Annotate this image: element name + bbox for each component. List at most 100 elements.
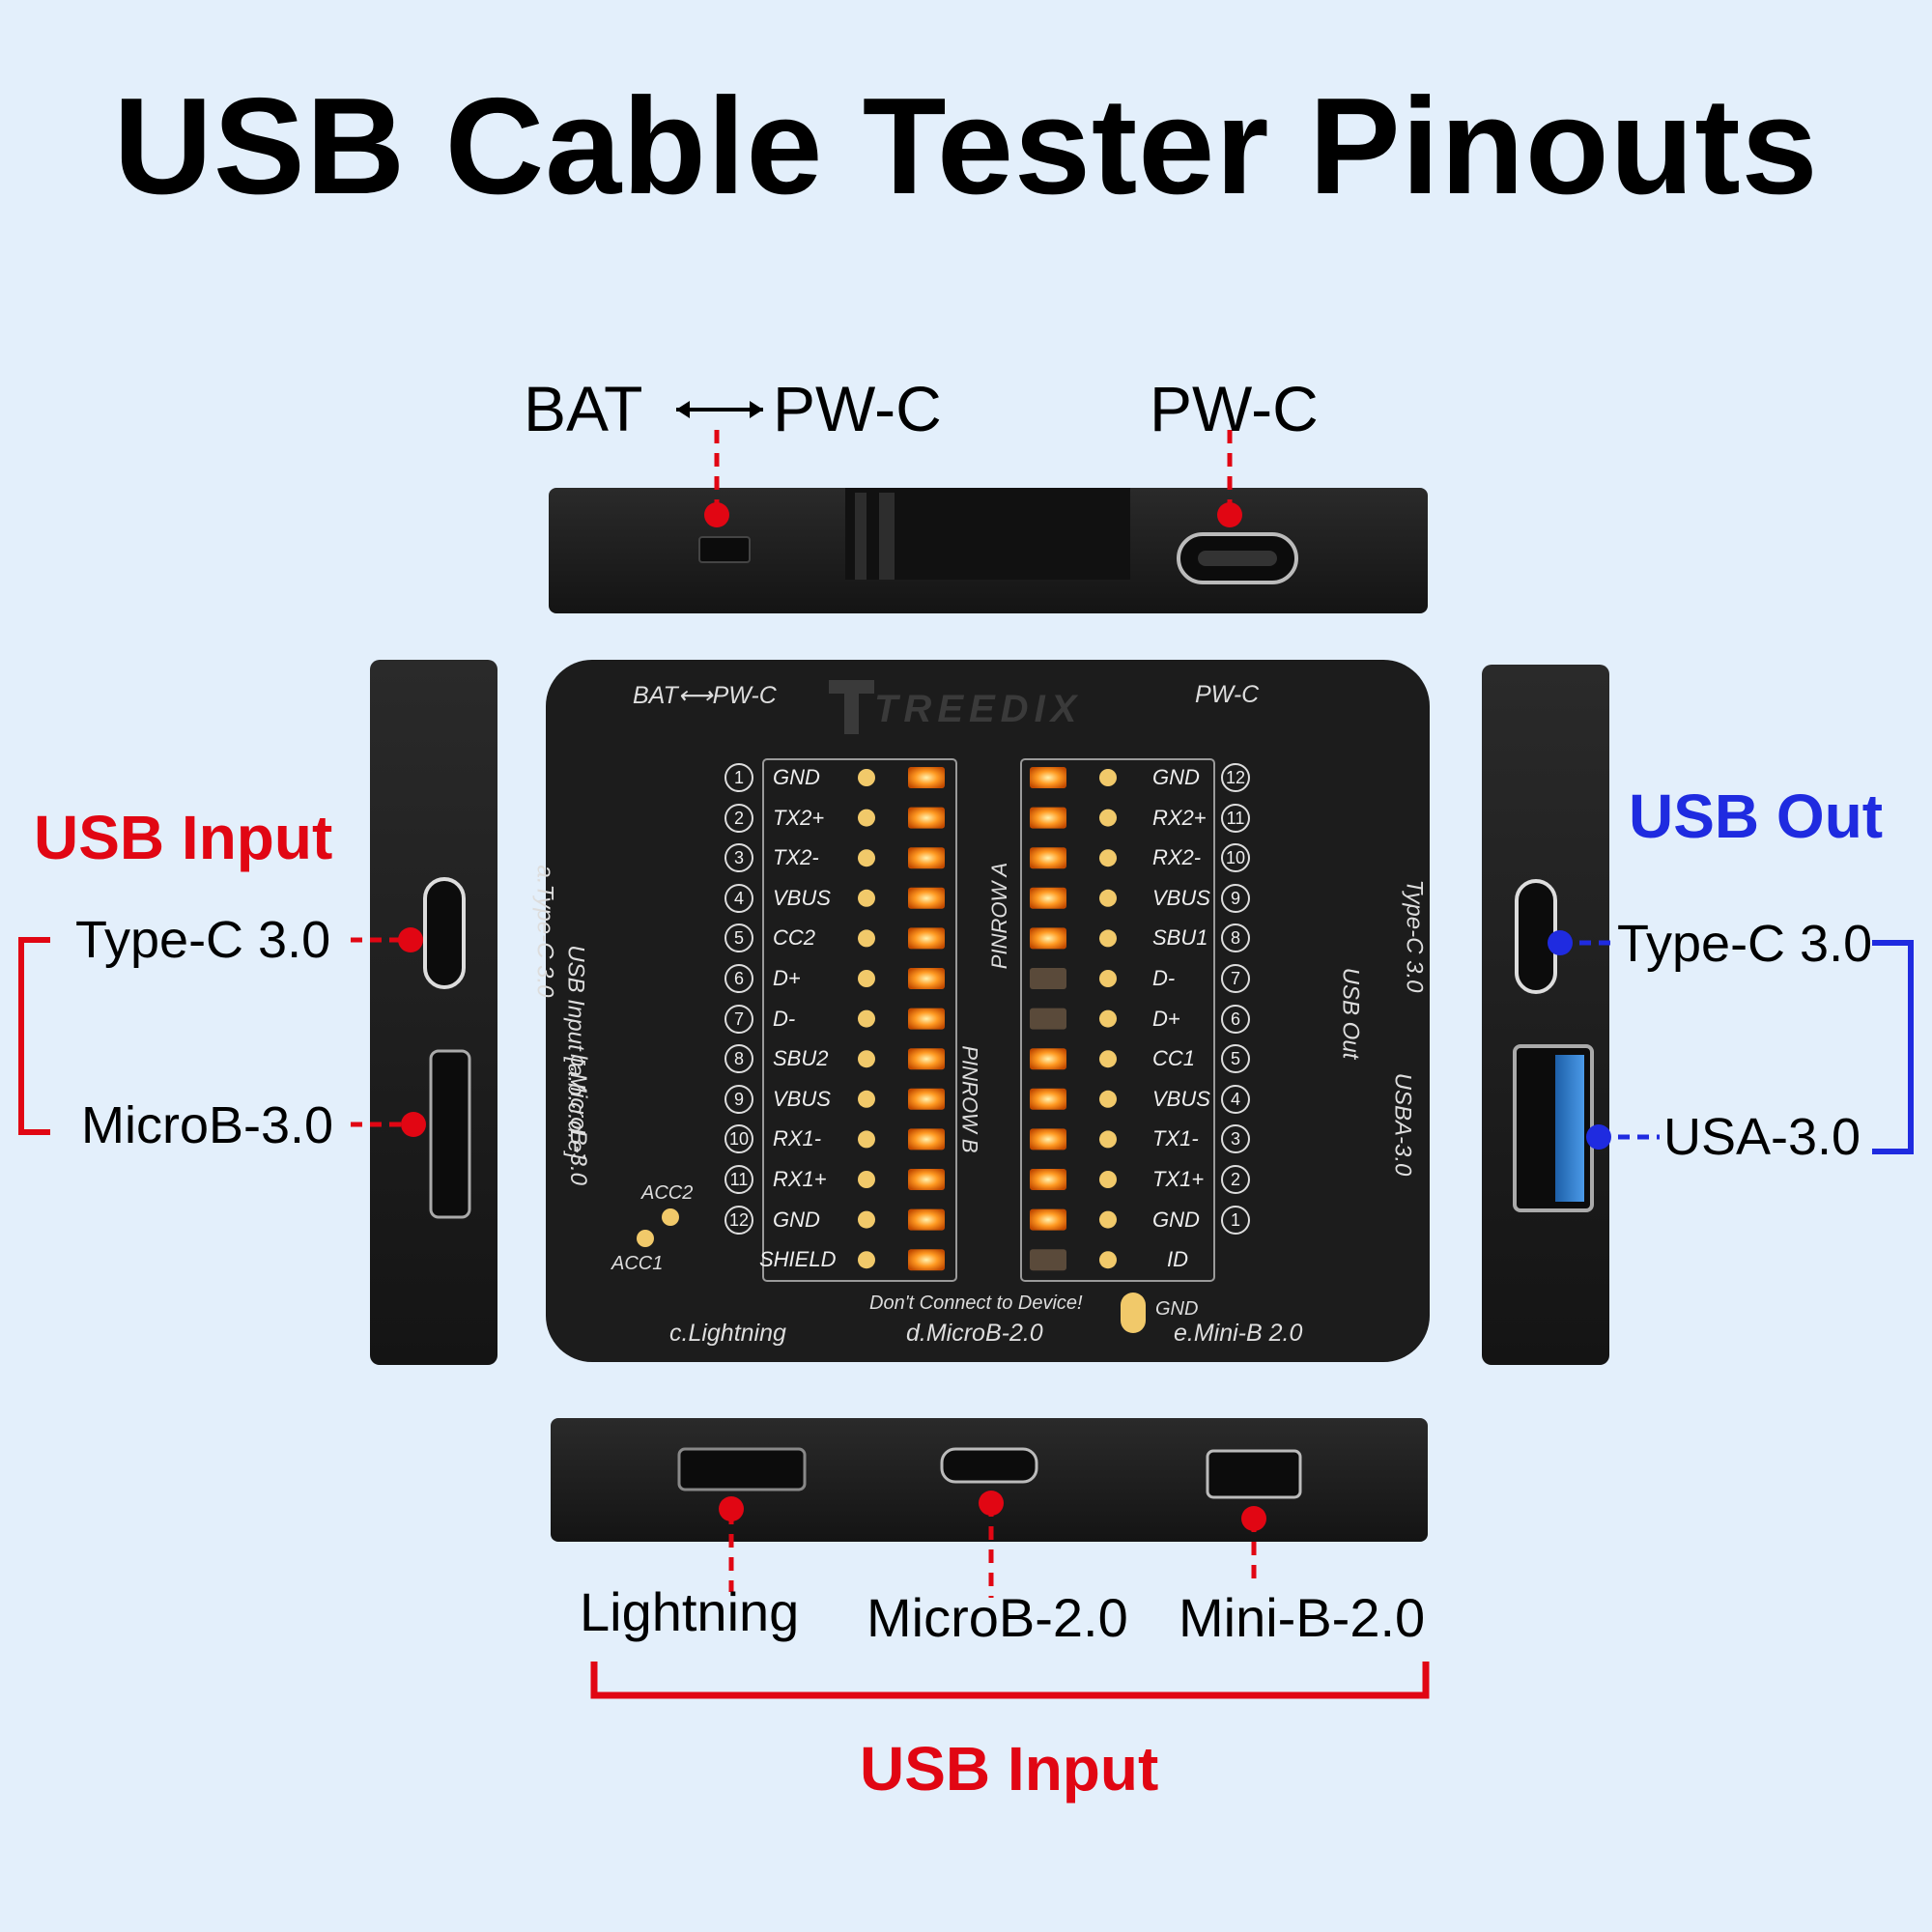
right-edge-view [1482, 665, 1609, 1365]
pin-label-left: GND [773, 765, 820, 789]
pin-pad-right [1099, 1210, 1117, 1229]
pin-number-left: 6 [724, 964, 753, 993]
main-panel [546, 660, 1430, 1362]
pin-pad-right [1099, 1050, 1117, 1068]
led-right [1030, 847, 1066, 869]
pin-pad-left [858, 809, 875, 827]
pin-label-right: RX2- [1152, 845, 1202, 870]
led-right [1030, 1169, 1066, 1190]
led-right [1030, 807, 1066, 829]
pin-label-right: D+ [1152, 1006, 1180, 1031]
pin-label-left: RX1+ [773, 1167, 827, 1191]
pin-pad-right [1099, 849, 1117, 867]
pin-pad-left [858, 1130, 875, 1149]
led-left [908, 847, 945, 869]
pin-number-left: 10 [724, 1124, 753, 1154]
pin-number-left: 5 [724, 923, 753, 953]
pin-number-right: 12 [1221, 763, 1250, 792]
lightning-label: Lightning [580, 1581, 800, 1642]
microb-input-port [429, 1049, 471, 1219]
pin-label-left: GND [773, 1207, 820, 1232]
pin-pad-right [1099, 889, 1117, 907]
top-edge-view [549, 488, 1428, 613]
pin-number-left: 4 [724, 883, 753, 913]
pin-pad-right [1099, 1130, 1117, 1149]
led-right [1030, 968, 1066, 989]
pin-number-left: 2 [724, 803, 753, 833]
pin-label-right: CC1 [1152, 1046, 1196, 1071]
pin-pad-left [858, 1090, 875, 1108]
pin-pad-left [858, 849, 875, 867]
pin-label-right: ID [1167, 1247, 1188, 1272]
bat-switch [698, 536, 751, 563]
pin-label-left: TX2+ [773, 805, 825, 830]
led-right [1030, 1008, 1066, 1030]
microb2-port [940, 1447, 1038, 1484]
pin-number-right: 11 [1221, 803, 1250, 833]
led-left [908, 1208, 945, 1231]
pin-number-right: 5 [1221, 1044, 1250, 1074]
microb2-label: MicroB-2.0 [867, 1587, 1128, 1648]
pin-label-left: VBUS [773, 885, 831, 910]
pwc-label-right: PW-C [1150, 373, 1319, 444]
pin-pad-left [858, 970, 875, 987]
right-led-column [1030, 767, 1117, 1271]
pin-pad-left [858, 1009, 875, 1028]
panel-microb2: d.MicroB-2.0 [906, 1320, 1043, 1347]
pin-number-left: 3 [724, 843, 753, 873]
pin-pad-right [1099, 809, 1117, 827]
bat-label: BAT [524, 373, 643, 444]
panel-lightning: c.Lightning [669, 1320, 786, 1347]
led-left [908, 1169, 945, 1190]
left-edge-view [370, 660, 497, 1365]
pin-label-left: D+ [773, 966, 801, 990]
pin-number-left: 8 [724, 1044, 753, 1074]
gnd-pad-label: GND [1155, 1298, 1199, 1320]
led-left [908, 1249, 945, 1271]
warning-label: Don't Connect to Device! [869, 1293, 1083, 1314]
led-left [908, 968, 945, 989]
pin-number-left: 1 [724, 763, 753, 792]
left-type-c-label: Type-C 3.0 [75, 911, 331, 969]
pin-label-left: SHIELD [759, 1247, 837, 1272]
pinrow-b-label: PINROW B [957, 1045, 982, 1153]
pin-label-left: SBU2 [773, 1046, 829, 1071]
page-title: USB Cable Tester Pinouts [113, 70, 1819, 223]
pin-pad-right [1099, 1009, 1117, 1028]
led-left [908, 927, 945, 950]
led-right [1030, 887, 1066, 909]
pin-label-left: D- [773, 1006, 796, 1031]
pin-pad-left [858, 1251, 875, 1269]
minib2-port [1206, 1449, 1302, 1499]
pin-label-left: RX1- [773, 1126, 822, 1151]
pin-number-right: 2 [1221, 1165, 1250, 1194]
panel-minib2: e.Mini-B 2.0 [1174, 1320, 1303, 1347]
led-left [908, 767, 945, 788]
pin-pad-right [1099, 1251, 1117, 1269]
led-right [1030, 1048, 1066, 1070]
pin-label-right: VBUS [1152, 1086, 1210, 1111]
panel-pwc: PW-C [1195, 681, 1260, 708]
panel-bat-pwc: BAT⟷PW-C [633, 682, 777, 709]
pin-number-left: 12 [724, 1205, 753, 1235]
minib2-label: Mini-B-2.0 [1179, 1587, 1426, 1648]
right-type-c-label: Type-C 3.0 [1617, 915, 1873, 973]
panel-type-c-note: a.Type-C 3.0 [531, 865, 558, 998]
panel-out-label: USB Out [1337, 967, 1364, 1060]
pin-pad-right [1099, 769, 1117, 786]
pin-number-right: 4 [1221, 1084, 1250, 1114]
pin-label-right: VBUS [1152, 885, 1210, 910]
lightning-port [677, 1447, 807, 1492]
pin-pad-right [1099, 970, 1117, 987]
pin-label-right: SBU1 [1152, 925, 1208, 951]
right-usba-label: USA-3.0 [1663, 1108, 1861, 1166]
led-right [1030, 1128, 1066, 1151]
brand-name: TREEDIX [874, 688, 1083, 730]
pin-number-right: 8 [1221, 923, 1250, 953]
pin-label-right: GND [1152, 1207, 1200, 1232]
pin-number-left: 9 [724, 1084, 753, 1114]
pin-number-right: 3 [1221, 1124, 1250, 1154]
led-left [908, 1128, 945, 1151]
pin-number-left: 11 [724, 1165, 753, 1194]
